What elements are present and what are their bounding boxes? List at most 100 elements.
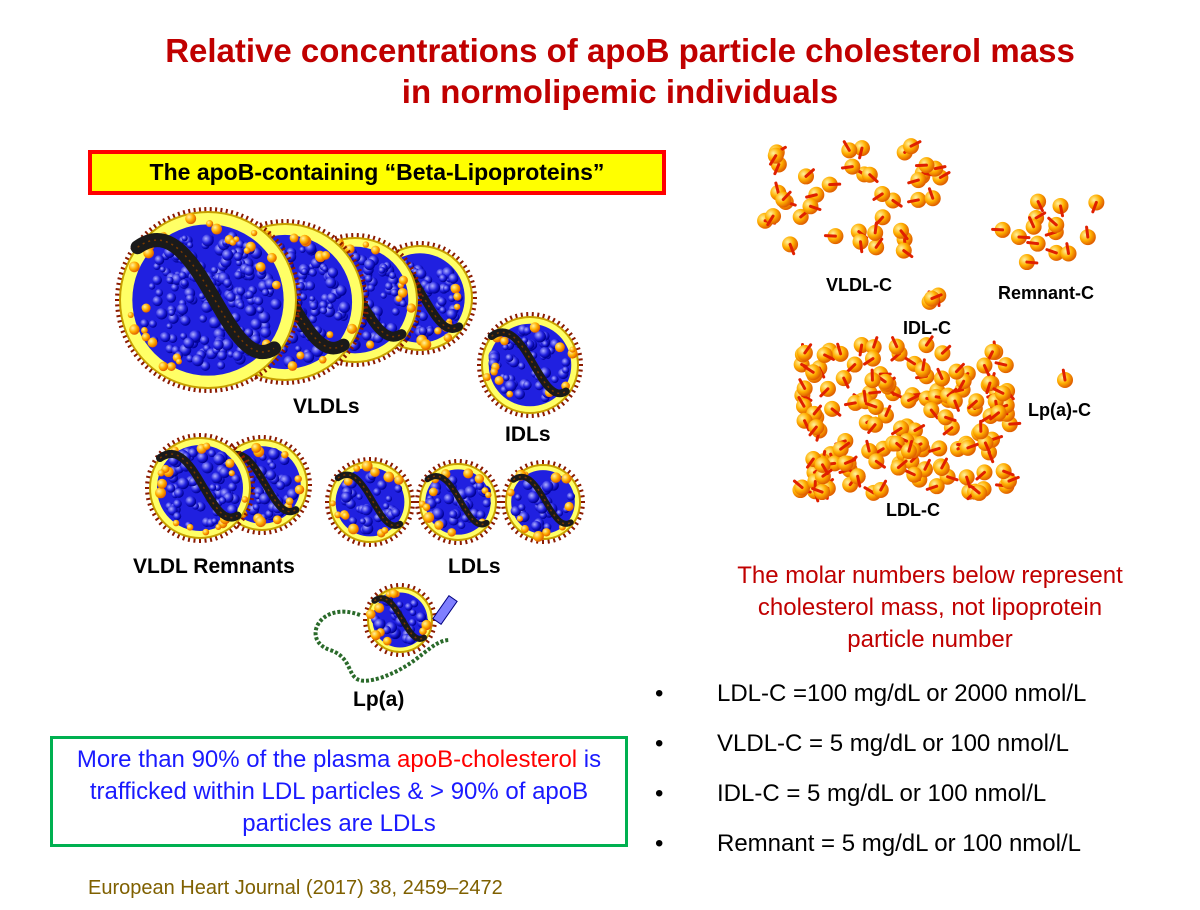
cholesterol-ball bbox=[281, 450, 289, 459]
cholesterol-molecule bbox=[959, 439, 979, 456]
triglyceride-ball bbox=[309, 301, 319, 311]
cholesterol-ball bbox=[158, 361, 169, 372]
cholesterol-molecule bbox=[923, 290, 943, 307]
cholesterol-clusters bbox=[757, 138, 1105, 503]
cholesterol-molecule bbox=[1030, 193, 1047, 213]
cholesterol-molecule bbox=[995, 463, 1015, 480]
triglyceride-ball bbox=[177, 477, 190, 490]
triglyceride-ball bbox=[180, 315, 191, 326]
cholesterol-tail bbox=[907, 394, 920, 402]
triglyceride-ball bbox=[514, 388, 525, 400]
cholesterol-ball bbox=[166, 362, 176, 371]
cholesterol-tail bbox=[907, 178, 920, 185]
triglyceride-ball bbox=[338, 301, 351, 313]
cholesterol-tail bbox=[991, 227, 1005, 232]
cholesterol-tail bbox=[913, 424, 926, 433]
cholesterol-tail bbox=[805, 193, 818, 199]
triglyceride-ball bbox=[252, 503, 260, 511]
summary-text-2: is trafficked within LDL particles & > 9… bbox=[89, 746, 602, 837]
cholesterol-tail bbox=[953, 399, 960, 412]
cholesterol-molecule bbox=[819, 380, 836, 398]
cholesterol-tail bbox=[965, 475, 972, 489]
cholesterol-molecule bbox=[923, 402, 940, 420]
cholesterol-tail bbox=[940, 344, 952, 355]
cholesterol-ball bbox=[206, 220, 214, 228]
cholesterol-tail bbox=[946, 387, 958, 398]
triglyceride-ball bbox=[166, 292, 177, 303]
cholesterol-tail bbox=[858, 146, 864, 160]
cholesterol-molecule bbox=[991, 221, 1011, 238]
cholesterol-ball bbox=[147, 337, 158, 348]
cholesterol-tail bbox=[921, 358, 926, 372]
cholesterol-ball bbox=[389, 589, 399, 599]
cholesterol-molecule bbox=[872, 185, 891, 202]
label-vldls: VLDLs bbox=[293, 395, 360, 418]
triglyceride-ball bbox=[208, 449, 216, 458]
cholesterol-tail bbox=[812, 404, 823, 416]
cholesterol-tail bbox=[899, 229, 909, 241]
triglyceride-ball bbox=[301, 268, 308, 275]
triglyceride-ball bbox=[469, 478, 477, 485]
citation: European Heart Journal (2017) 38, 2459–2… bbox=[88, 877, 503, 899]
triglyceride-ball bbox=[308, 314, 317, 324]
triglyceride-ball bbox=[219, 466, 231, 478]
triglyceride-ball bbox=[235, 239, 245, 249]
triglyceride-ball bbox=[180, 279, 189, 287]
apob-ribbon-dots bbox=[427, 475, 487, 526]
cholesterol-molecule bbox=[967, 393, 985, 410]
cholesterol-tail bbox=[1034, 211, 1047, 220]
cholesterol-ball bbox=[157, 469, 165, 477]
cholesterol-ball bbox=[202, 528, 210, 536]
triglyceride-ball bbox=[166, 276, 174, 284]
ldl-particle bbox=[415, 459, 501, 545]
cholesterol-ball bbox=[255, 261, 266, 272]
cholesterol-tail bbox=[843, 401, 857, 407]
triglyceride-ball bbox=[214, 484, 221, 491]
triglyceride-ball bbox=[299, 246, 306, 253]
cholesterol-molecule bbox=[900, 439, 917, 460]
triglyceride-ball bbox=[482, 499, 491, 508]
triglyceride-ball bbox=[236, 286, 246, 296]
cholesterol-tail bbox=[982, 364, 990, 377]
cholesterol-molecule bbox=[933, 457, 950, 476]
triglyceride-ball bbox=[218, 496, 227, 505]
cholesterol-tail bbox=[821, 463, 830, 475]
cholesterol-molecule bbox=[803, 364, 822, 381]
cholesterol-ball bbox=[175, 358, 182, 365]
triglyceride-ball bbox=[356, 493, 363, 500]
molar-note: The molar numbers below represent choles… bbox=[690, 560, 1170, 656]
triglyceride-ball bbox=[539, 346, 551, 359]
cholesterol-molecule bbox=[808, 419, 825, 437]
cholesterol-ball bbox=[550, 472, 562, 483]
cholesterol-tail bbox=[891, 198, 903, 208]
cholesterol-tail bbox=[856, 474, 862, 488]
cholesterol-ball bbox=[450, 283, 461, 294]
cholesterol-tail bbox=[891, 336, 899, 349]
triglyceride-ball bbox=[335, 285, 347, 296]
cholesterol-tail bbox=[862, 389, 867, 403]
cholesterol-molecule bbox=[835, 370, 852, 389]
cholesterol-ball bbox=[453, 303, 461, 310]
cholesterol-ball bbox=[542, 528, 551, 537]
cholesterol-molecule bbox=[1025, 216, 1042, 235]
cholesterol-molecule bbox=[1018, 254, 1039, 271]
triglyceride-ball bbox=[448, 273, 459, 284]
triglyceride-ball bbox=[258, 311, 271, 324]
triglyceride-ball bbox=[561, 357, 571, 367]
triglyceride-ball bbox=[380, 292, 387, 299]
list-item: • LDL-C =100 mg/dL or 2000 nmol/L bbox=[655, 680, 1195, 730]
cholesterol-molecule bbox=[863, 350, 881, 367]
cholesterol-ball bbox=[341, 511, 350, 520]
triglyceride-ball bbox=[235, 259, 243, 267]
triglyceride-ball bbox=[426, 327, 434, 335]
triglyceride-ball bbox=[270, 298, 282, 310]
triglyceride-ball bbox=[259, 493, 271, 505]
triglyceride-ball bbox=[418, 326, 428, 336]
cholesterol-ball bbox=[251, 442, 262, 453]
cholesterol-tail bbox=[773, 162, 781, 176]
triglyceride-ball bbox=[209, 484, 217, 491]
cholesterol-molecule bbox=[796, 378, 813, 397]
list-item-text: Remnant = 5 mg/dL or 100 nmol/L bbox=[717, 830, 1081, 857]
triglyceride-ball bbox=[140, 318, 149, 328]
cholesterol-tail bbox=[884, 404, 892, 418]
